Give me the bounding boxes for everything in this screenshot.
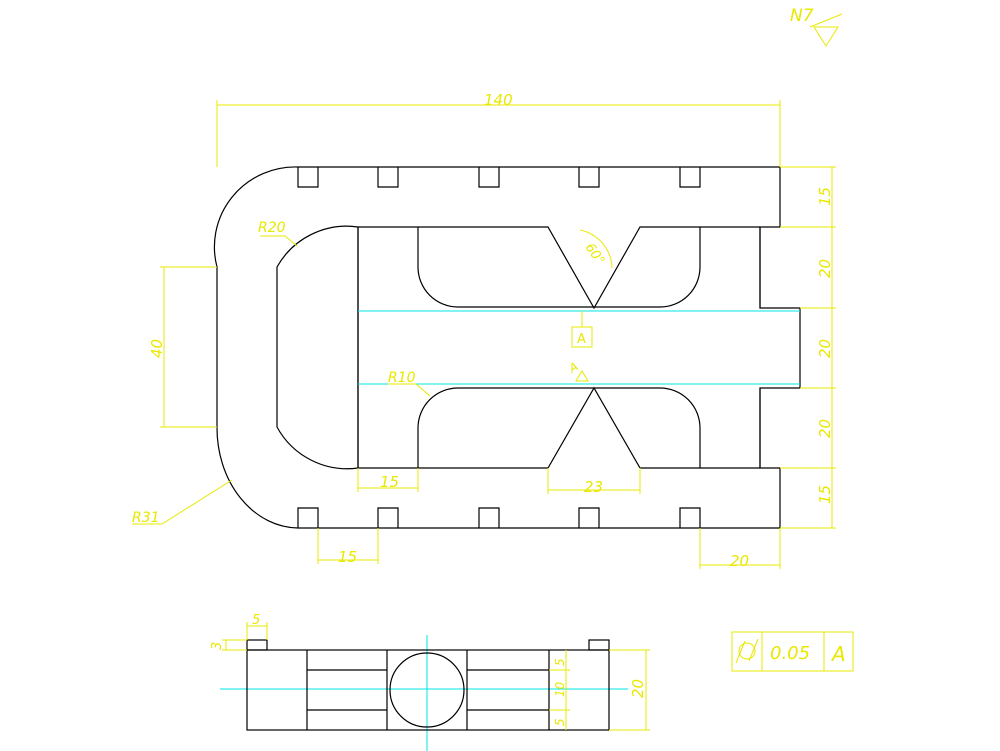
plan-view [213, 166, 801, 529]
dim-right-15-bottom: 15 [816, 485, 834, 504]
dim-3-tab: 3 [210, 642, 225, 650]
leader-r31 [132, 479, 233, 525]
upper-pocket [358, 226, 760, 310]
dim-140: 140 [484, 91, 513, 109]
tolerance-value: 0.05 [770, 643, 810, 664]
side-dimension-texts: 5 3 20 5 10 5 [210, 613, 647, 726]
dim-10-middle: 10 [553, 681, 567, 697]
slot [679, 167, 701, 188]
side-body [246, 649, 610, 731]
leader-r20 [260, 235, 298, 247]
slot [377, 507, 399, 528]
feature-control-frame: 0.05 A [731, 631, 854, 672]
plan-dimensions [132, 13, 843, 569]
side-tab-left [246, 639, 268, 651]
dim-23: 23 [584, 478, 603, 496]
slot [297, 507, 319, 528]
plan-dimension-texts: 140 40 15 20 20 20 15 15 23 15 20 R20 R1… [132, 6, 834, 570]
bottom-slots [297, 507, 701, 528]
centerlines [220, 310, 800, 751]
slot [679, 507, 701, 528]
datum-triangle [575, 370, 589, 382]
radius-r10: R10 [388, 370, 416, 386]
surface-finish-icon [809, 13, 843, 47]
slot [578, 507, 600, 528]
side-bore [389, 652, 465, 728]
dim-15-pitch: 15 [338, 548, 357, 566]
lower-pocket [358, 386, 760, 469]
dim-right-15-top: 15 [816, 187, 834, 206]
datum-a-marker-label: A [566, 359, 581, 376]
datum-box [571, 326, 593, 348]
slot [478, 167, 500, 188]
side-view [246, 639, 610, 731]
dim-40: 40 [148, 339, 166, 358]
top-slots [297, 167, 701, 188]
side-dimensions [222, 622, 650, 731]
inner-contour [276, 225, 359, 470]
tolerance-datum: A [830, 642, 846, 666]
slot [297, 167, 319, 188]
slot [478, 507, 500, 528]
dim-15-web: 15 [380, 473, 399, 491]
radius-r20: R20 [258, 220, 286, 236]
dim-right-20-middle: 20 [816, 339, 834, 358]
dim-5-upper: 5 [553, 658, 567, 666]
dim-5-lower: 5 [553, 718, 567, 726]
surface-finish-label: N7 [790, 6, 814, 26]
outer-contour [213, 166, 801, 529]
leader-r10 [388, 383, 431, 397]
slot [578, 167, 600, 188]
tolerance-frame-box [731, 631, 854, 672]
side-tab-right [588, 639, 610, 651]
slot [377, 167, 399, 188]
dim-5-tab: 5 [252, 613, 260, 628]
dim-20-side: 20 [629, 679, 647, 698]
angle-arc [579, 229, 613, 269]
cylindricity-icon [735, 638, 759, 664]
dim-right-20-lower: 20 [816, 419, 834, 438]
radius-r31: R31 [132, 510, 160, 526]
dim-right-20-upper: 20 [816, 259, 834, 278]
dim-20-end: 20 [730, 552, 749, 570]
datum-a-label: A [577, 332, 586, 347]
